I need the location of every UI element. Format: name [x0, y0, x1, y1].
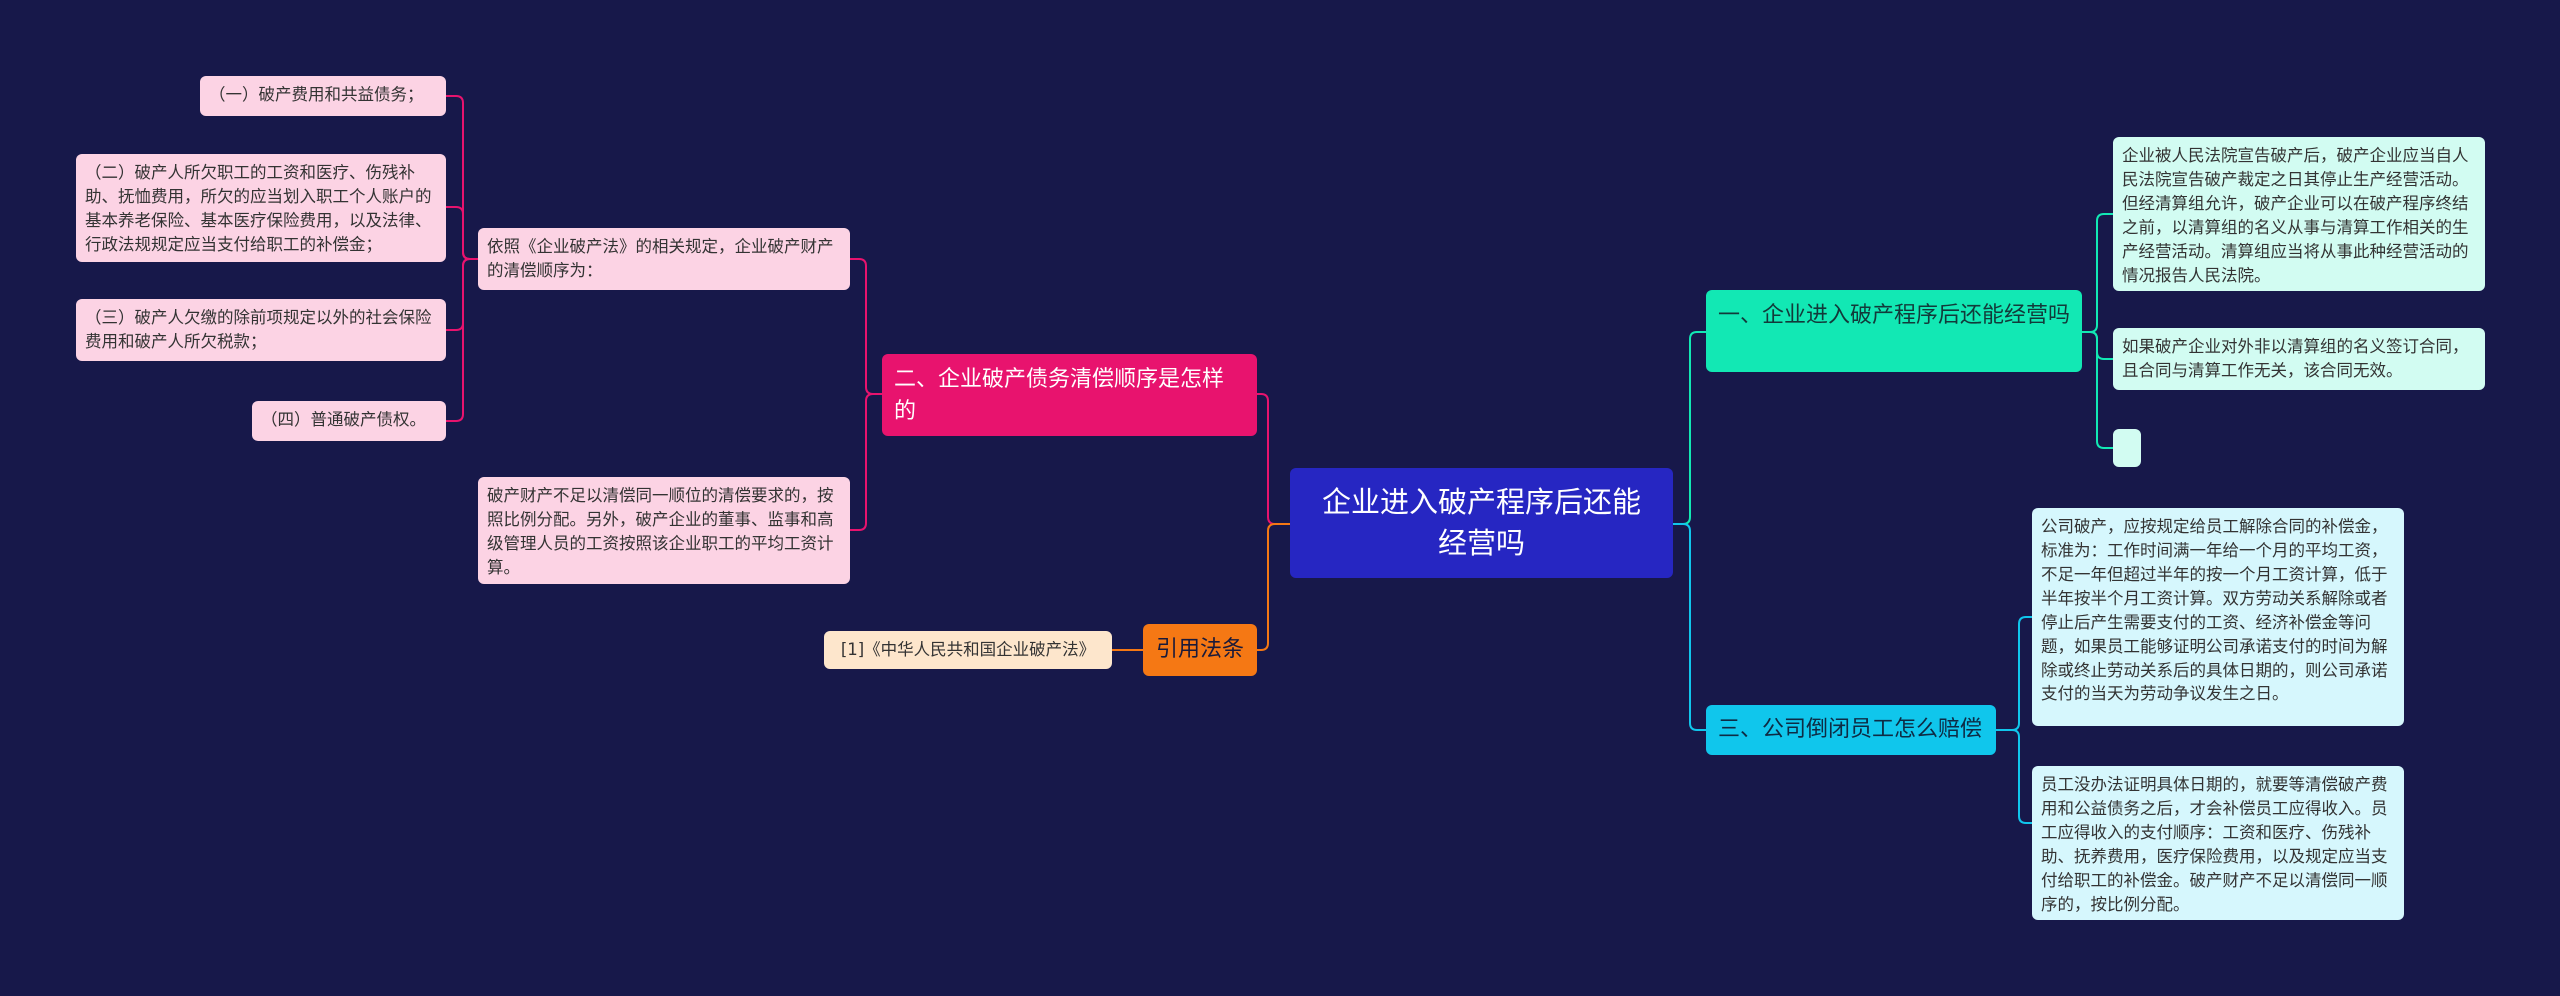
operate-item-empty[interactable]	[2113, 429, 2141, 467]
repayment-item-1[interactable]: （一）破产费用和共益债务；	[200, 76, 446, 116]
link-root-right-top	[1673, 331, 1706, 525]
leaf-text: 公司破产，应按规定给员工解除合同的补偿金，标准为：工作时间满一年给一个月的平均工…	[2041, 517, 2388, 704]
link-rt-item1	[2082, 213, 2113, 333]
compensation-item-1[interactable]: 公司破产，应按规定给员工解除合同的补偿金，标准为：工作时间满一年给一个月的平均工…	[2032, 508, 2404, 726]
link-rb-item1	[1996, 616, 2032, 731]
link-intro-item2	[446, 206, 478, 260]
leaf-text: 员工没办法证明具体日期的，就要等清偿破产费用和公益债务之后，才会补偿员工应得收入…	[2041, 775, 2388, 914]
repayment-note[interactable]: 破产财产不足以清偿同一顺位的清偿要求的，按照比例分配。另外，破产企业的董事、监事…	[478, 477, 850, 584]
repayment-item-3[interactable]: （三）破产人欠缴的除前项规定以外的社会保险费用和破产人所欠税款；	[76, 299, 446, 361]
leaf-text: 如果破产企业对外非以清算组的名义签订合同，且合同与清算工作无关，该合同无效。	[2122, 337, 2469, 380]
branch-cited-laws[interactable]: 引用法条	[1143, 624, 1257, 676]
leaf-text: 破产财产不足以清偿同一顺位的清偿要求的，按照比例分配。另外，破产企业的董事、监事…	[487, 486, 834, 577]
link-root-left-top	[1257, 393, 1290, 525]
law-reference[interactable]: [1]《中华人民共和国企业破产法》	[824, 631, 1112, 669]
branch-title: 三、公司倒闭员工怎么赔偿	[1718, 717, 1983, 743]
repayment-intro[interactable]: 依照《企业破产法》的相关规定，企业破产财产的清偿顺序为：	[478, 228, 850, 290]
leaf-text: 依照《企业破产法》的相关规定，企业破产财产的清偿顺序为：	[487, 237, 834, 280]
link-lt-note	[850, 393, 882, 531]
repayment-item-2[interactable]: （二）破产人所欠职工的工资和医疗、伤残补助、抚恤费用，所欠的应当划入职工个人账户…	[76, 154, 446, 262]
branch-can-operate[interactable]: 一、企业进入破产程序后还能经营吗	[1706, 290, 2082, 372]
root-topic[interactable]: 企业进入破产程序后还能经营吗	[1290, 468, 1673, 578]
link-root-left-bottom	[1257, 523, 1290, 651]
leaf-text: [1]《中华人民共和国企业破产法》	[840, 640, 1096, 660]
leaf-text: （一）破产费用和共益债务；	[209, 85, 424, 104]
root-title: 企业进入破产程序后还能经营吗	[1321, 485, 1641, 560]
branch-title: 引用法条	[1155, 637, 1244, 663]
leaf-text: （四）普通破产债权。	[261, 410, 426, 429]
compensation-item-2[interactable]: 员工没办法证明具体日期的，就要等清偿破产费用和公益债务之后，才会补偿员工应得收入…	[2032, 766, 2404, 920]
branch-title: 二、企业破产债务清偿顺序是怎样的	[894, 367, 1225, 424]
link-rb-item2	[1996, 729, 2032, 824]
link-intro-item4	[446, 258, 478, 422]
leaf-text: （三）破产人欠缴的除前项规定以外的社会保险费用和破产人所欠税款；	[85, 308, 432, 351]
branch-employee-compensation[interactable]: 三、公司倒闭员工怎么赔偿	[1706, 705, 1996, 755]
leaf-text: （二）破产人所欠职工的工资和医疗、伤残补助、抚恤费用，所欠的应当划入职工个人账户…	[85, 163, 432, 254]
link-rt-item3	[2082, 331, 2113, 449]
link-root-right-bottom	[1673, 523, 1706, 731]
link-lt-intro	[850, 258, 882, 395]
repayment-item-4[interactable]: （四）普通破产债权。	[252, 401, 446, 441]
operate-item-2[interactable]: 如果破产企业对外非以清算组的名义签订合同，且合同与清算工作无关，该合同无效。	[2113, 328, 2485, 390]
leaf-text: 企业被人民法院宣告破产后，破产企业应当自人民法院宣告破产裁定之日其停止生产经营活…	[2122, 146, 2469, 285]
branch-title: 一、企业进入破产程序后还能经营吗	[1718, 303, 2071, 328]
operate-item-1[interactable]: 企业被人民法院宣告破产后，破产企业应当自人民法院宣告破产裁定之日其停止生产经营活…	[2113, 137, 2485, 291]
branch-debt-repayment-order[interactable]: 二、企业破产债务清偿顺序是怎样的	[882, 354, 1257, 436]
